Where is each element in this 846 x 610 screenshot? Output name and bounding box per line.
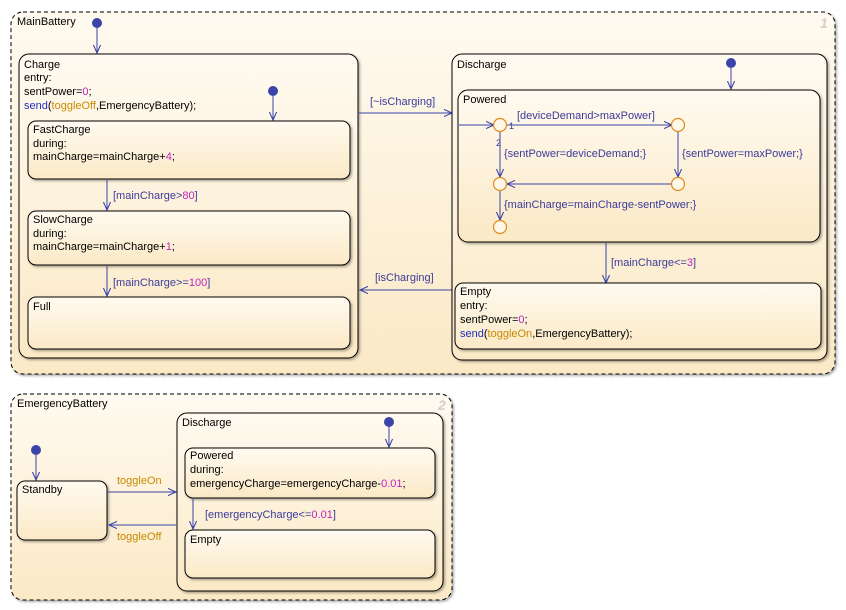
- state-standby[interactable]: Standby: [16, 480, 108, 541]
- state-slow-charge-during: during:: [33, 228, 67, 240]
- default-transition-main-battery[interactable]: [92, 18, 102, 53]
- transition-slow-to-full[interactable]: [mainCharge>=100]: [107, 266, 210, 296]
- state-charge-entry-action: sentPower=0;: [24, 86, 92, 98]
- transition-is-charging-label: [isCharging]: [375, 272, 434, 284]
- state-standby-label: Standby: [22, 484, 63, 496]
- default-transition-emergency-discharge[interactable]: [384, 417, 394, 447]
- default-transition-charge[interactable]: [268, 86, 278, 120]
- junction-1[interactable]: [492, 117, 508, 133]
- transition-emergency-powered-to-empty[interactable]: [emergencyCharge<=0.01]: [193, 499, 336, 529]
- transition-discharge-to-charge[interactable]: [isCharging]: [360, 272, 452, 290]
- execution-order-1: 1: [509, 121, 514, 131]
- state-powered[interactable]: Powered: [457, 89, 821, 243]
- state-slow-charge-action: mainCharge=mainCharge+1;: [33, 241, 175, 253]
- state-slow-charge-label: SlowCharge: [33, 214, 93, 226]
- state-powered-label: Powered: [463, 94, 506, 106]
- transition-fast-to-slow-label: [mainCharge>80]: [113, 190, 198, 202]
- transition-toggle-off-label: toggleOff: [117, 531, 162, 543]
- transition-charge-to-discharge[interactable]: [~isCharging]: [359, 96, 452, 113]
- state-emergency-battery-index: 2: [437, 397, 446, 413]
- state-emergency-discharge-label: Discharge: [182, 417, 232, 429]
- transition-powered-to-empty-label: [mainCharge<=3]: [611, 257, 696, 269]
- transition-fast-to-slow[interactable]: [mainCharge>80]: [107, 180, 198, 210]
- execution-order-2: 2: [496, 138, 501, 148]
- state-empty-send-action: send(toggleOn,EmergencyBattery);: [460, 328, 632, 340]
- transition-toggle-off[interactable]: toggleOff: [109, 525, 176, 543]
- powered-flow-chart: [deviceDemand>maxPower] 1 2 {sentPower=d…: [459, 110, 803, 235]
- state-main-battery-label: MainBattery: [17, 16, 76, 28]
- state-empty[interactable]: Empty entry: sentPower=0; send(toggleOn,…: [454, 282, 822, 350]
- state-empty-label: Empty: [460, 286, 492, 298]
- transition-toggle-on-label: toggleOn: [117, 475, 162, 487]
- state-emergency-powered-during: during:: [190, 464, 224, 476]
- junction-3[interactable]: [492, 176, 508, 192]
- state-empty-entry: entry:: [460, 300, 488, 312]
- default-transition-dot: [384, 417, 394, 427]
- transition-not-charging-label: [~isCharging]: [370, 96, 435, 108]
- state-emergency-empty-label: Empty: [190, 534, 222, 546]
- transition-emergency-powered-to-empty-label: [emergencyCharge<=0.01]: [205, 509, 336, 521]
- state-fast-charge-during: during:: [33, 138, 67, 150]
- state-fast-charge-action: mainCharge=mainCharge+4;: [33, 151, 175, 163]
- state-charge-label: Charge: [24, 59, 60, 71]
- transition-slow-to-full-label: [mainCharge>=100]: [113, 277, 210, 289]
- junction-2[interactable]: [670, 117, 686, 133]
- action-device-demand-label: {sentPower=deviceDemand;}: [504, 148, 646, 160]
- state-fast-charge-label: FastCharge: [33, 124, 90, 136]
- junction-4[interactable]: [670, 176, 686, 192]
- state-main-battery-index: 1: [820, 15, 828, 31]
- action-max-power-label: {sentPower=maxPower;}: [682, 148, 803, 160]
- default-transition-emergency[interactable]: [31, 445, 41, 480]
- state-discharge-label: Discharge: [457, 59, 507, 71]
- default-transition-dot: [92, 18, 102, 28]
- action-main-charge-label: {mainCharge=mainCharge-sentPower;}: [504, 199, 697, 211]
- default-transition-dot: [726, 58, 736, 68]
- default-transition-discharge[interactable]: [726, 58, 736, 89]
- state-full-label: Full: [33, 301, 51, 313]
- state-charge-entry: entry:: [24, 72, 52, 84]
- state-emergency-powered-action: emergencyCharge=emergencyCharge-0.01;: [190, 478, 406, 490]
- junction-5[interactable]: [492, 219, 508, 235]
- state-empty-entry-action: sentPower=0;: [460, 314, 528, 326]
- state-full[interactable]: Full: [27, 296, 351, 350]
- transition-powered-to-empty[interactable]: [mainCharge<=3]: [606, 243, 696, 283]
- state-charge-send-action: send(toggleOff,EmergencyBattery);: [24, 100, 196, 112]
- state-emergency-powered-label: Powered: [190, 450, 233, 462]
- state-emergency-battery-label: EmergencyBattery: [17, 398, 108, 410]
- state-emergency-empty[interactable]: Empty: [184, 529, 436, 579]
- default-transition-dot: [268, 86, 278, 96]
- default-transition-dot: [31, 445, 41, 455]
- state-emergency-powered[interactable]: Powered during: emergencyCharge=emergenc…: [184, 447, 436, 499]
- transition-toggle-on[interactable]: toggleOn: [108, 475, 176, 492]
- state-fast-charge[interactable]: FastCharge during: mainCharge=mainCharge…: [27, 120, 351, 180]
- state-slow-charge[interactable]: SlowCharge during: mainCharge=mainCharge…: [27, 210, 351, 266]
- transition-demand-label: [deviceDemand>maxPower]: [517, 110, 655, 122]
